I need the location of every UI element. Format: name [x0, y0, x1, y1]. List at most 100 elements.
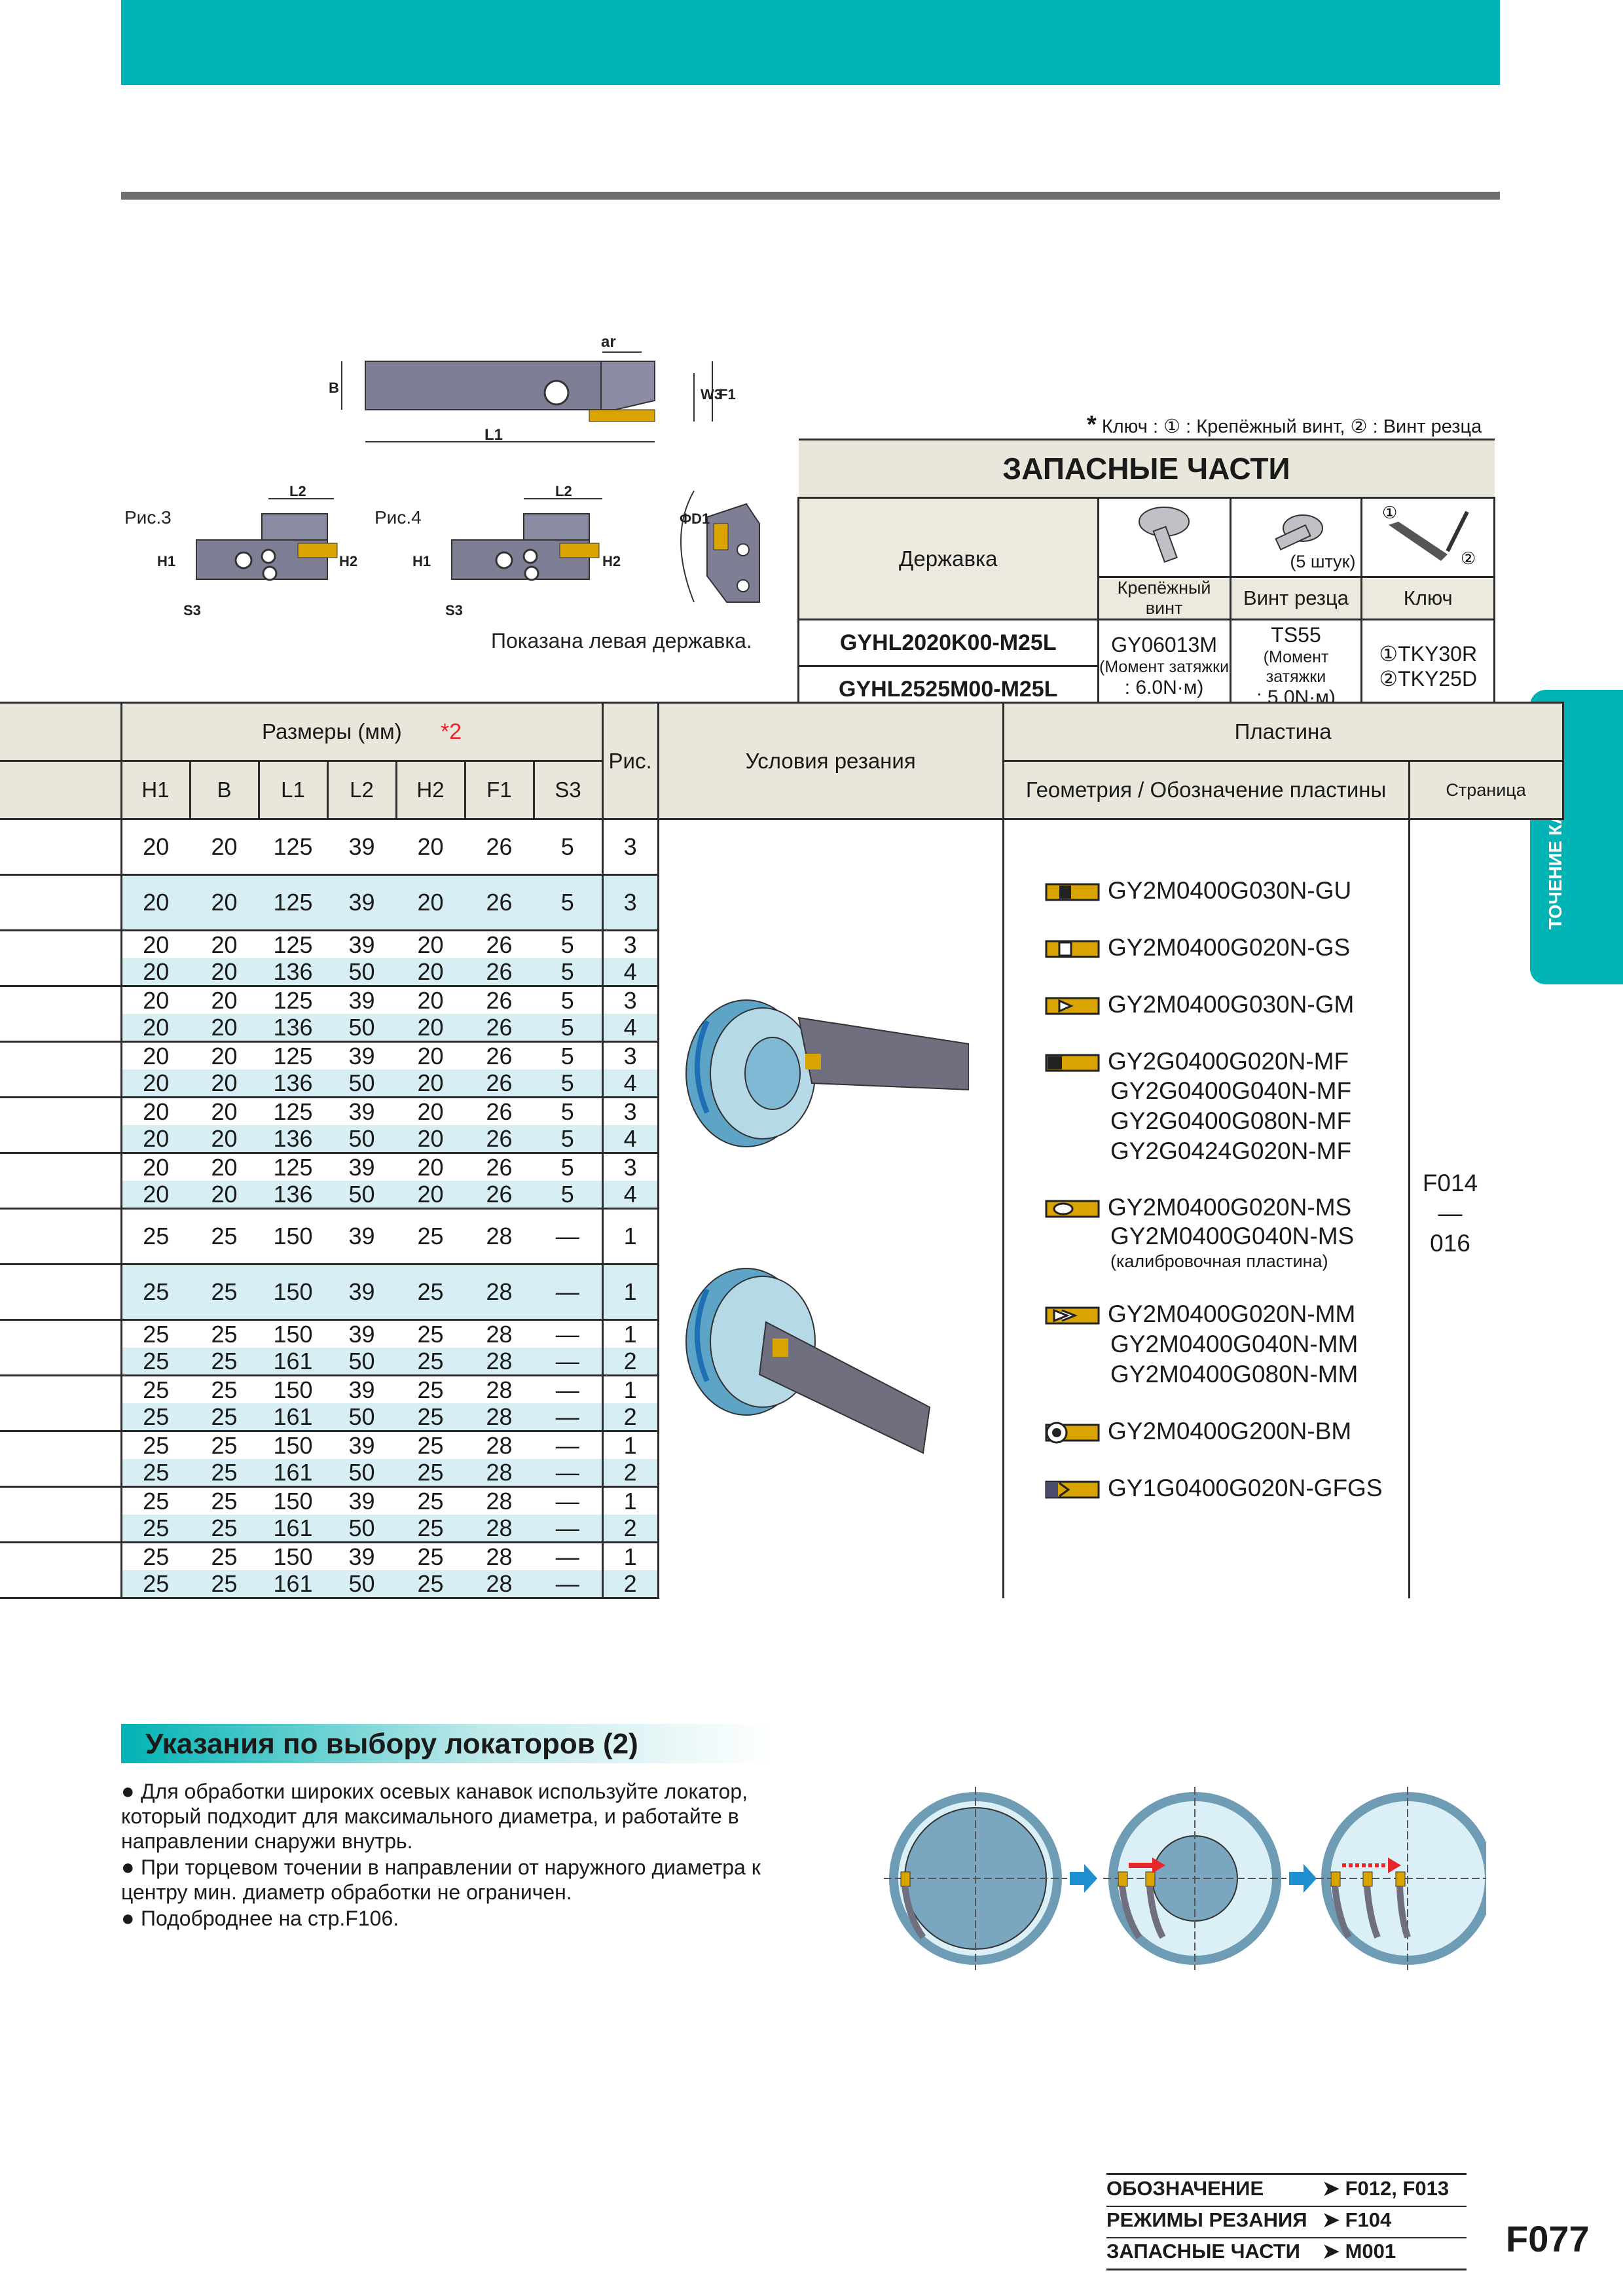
dim-cell: 150	[259, 1541, 327, 1570]
fig-cell: 1	[601, 1486, 659, 1515]
dim-cell: 20	[396, 874, 465, 931]
dim-cell: 20	[190, 818, 259, 875]
dim-cell: 50	[327, 1570, 396, 1599]
insert-mf-2: GY2G0400G080N-MF	[1110, 1107, 1352, 1134]
holder-header: Державка	[797, 497, 1099, 620]
dim-cell: —	[534, 1374, 603, 1403]
arrow-1	[1070, 1864, 1097, 1893]
row-lead-cell	[0, 1263, 122, 1320]
dim-cell: 20	[121, 1041, 190, 1069]
dim-cell: 25	[190, 1570, 259, 1599]
row-lead-cell	[0, 1096, 122, 1125]
fig4-label: Рис.4	[374, 507, 422, 528]
cutter-screw-image: (5 штук)	[1229, 497, 1363, 578]
dim-cell: 5	[534, 818, 603, 875]
dim-cell: 25	[121, 1515, 190, 1543]
dim-cell: 5	[534, 1069, 603, 1098]
col-l2: L2	[326, 760, 397, 820]
dim-cell: 50	[327, 1069, 396, 1098]
dim-cell: 25	[396, 1486, 465, 1515]
dim-cell: —	[534, 1459, 603, 1487]
dim-cell: 39	[327, 1486, 396, 1515]
clamp-screw-value: GY06013M (Момент затяжки : 6.0N·м)	[1097, 619, 1231, 713]
dim-cell: 136	[259, 1069, 327, 1098]
dim-cell: 25	[190, 1263, 259, 1320]
dim-cell: 39	[327, 874, 396, 931]
col-s3: S3	[532, 760, 604, 820]
dim-cell: 25	[396, 1459, 465, 1487]
footer-row-spare-parts[interactable]: ЗАПАСНЫЕ ЧАСТИ➤ M001	[1106, 2240, 1396, 2263]
dim-cell: 28	[465, 1541, 534, 1570]
insert-mf-0: GY2G0400G020N-MF	[1045, 1048, 1349, 1075]
fig4-h2: H2	[602, 553, 621, 569]
dim-cell: 26	[465, 1041, 534, 1069]
dim-cell: 5	[534, 1152, 603, 1181]
fig4-s3: S3	[445, 602, 463, 619]
footer-row-designation[interactable]: ОБОЗНАЧЕНИЕ➤ F012, F013	[1106, 2177, 1450, 2200]
row-lead-cell	[0, 1430, 122, 1459]
dim-cell: 50	[327, 1459, 396, 1487]
dim-cell: 25	[190, 1430, 259, 1459]
row-lead-cell	[0, 1486, 122, 1515]
dim-cell: —	[534, 1348, 603, 1376]
dim-cell: 25	[396, 1319, 465, 1348]
fig-cell: 3	[601, 1041, 659, 1069]
row-lead-cell	[0, 1348, 122, 1376]
dim-cell: 5	[534, 1125, 603, 1153]
fig-cell: 3	[601, 818, 659, 875]
dim-cell: 20	[190, 929, 259, 958]
row-lead-cell	[0, 1041, 122, 1069]
col-insert: Пластина	[1002, 702, 1564, 762]
dim-cell: 25	[121, 1570, 190, 1599]
dim-cell: 28	[465, 1515, 534, 1543]
footer-row-cutting-modes[interactable]: РЕЖИМЫ РЕЗАНИЯ➤ F104	[1106, 2208, 1392, 2231]
fig4-l2: L2	[555, 483, 572, 499]
arrow-2	[1289, 1864, 1317, 1893]
insert-mf-icon	[1045, 1051, 1100, 1075]
locator-step-1	[884, 1787, 1067, 1970]
dim-cell: 150	[259, 1208, 327, 1265]
fig-cell: 1	[601, 1374, 659, 1403]
insert-gm: GY2M0400G030N-GM	[1045, 991, 1354, 1018]
dim-cell: 125	[259, 1041, 327, 1069]
dim-cell: 39	[327, 929, 396, 958]
row-lead-cell	[0, 1570, 122, 1599]
dim-cell: 20	[396, 958, 465, 986]
dim-cell: 39	[327, 1096, 396, 1125]
col-geometry: Геометрия / Обозначение пластины	[1002, 760, 1410, 820]
bullet-3: ● Подоброднее на стр.F106.	[121, 1906, 399, 1931]
dims-header: Размеры (мм) *2	[120, 702, 604, 762]
dim-cell: 25	[190, 1208, 259, 1265]
insert-bm: GY2M0400G200N-BM	[1045, 1418, 1351, 1445]
dim-cell: 161	[259, 1570, 327, 1599]
insert-ms-0: GY2M0400G020N-MS	[1045, 1194, 1351, 1221]
insert-gfgs: GY1G0400G020N-GFGS	[1045, 1475, 1383, 1502]
dim-cell: 136	[259, 1125, 327, 1153]
dim-cell: 39	[327, 1374, 396, 1403]
fig-cell: 4	[601, 1181, 659, 1209]
dim-cell: 125	[259, 874, 327, 931]
dim-cell: 20	[190, 1181, 259, 1209]
dim-cell: 28	[465, 1319, 534, 1348]
fig-cell: 4	[601, 958, 659, 986]
dim-cell: 5	[534, 985, 603, 1014]
dim-cell: 5	[534, 1096, 603, 1125]
dim-cell: 25	[190, 1486, 259, 1515]
dim-cell: 25	[190, 1374, 259, 1403]
dim-cell: 20	[396, 985, 465, 1014]
row-lead-cell	[0, 929, 122, 958]
dim-l1: L1	[484, 426, 503, 444]
dim-cell: 50	[327, 1348, 396, 1376]
dim-cell: 20	[121, 1125, 190, 1153]
insert-gm-icon	[1045, 994, 1100, 1018]
